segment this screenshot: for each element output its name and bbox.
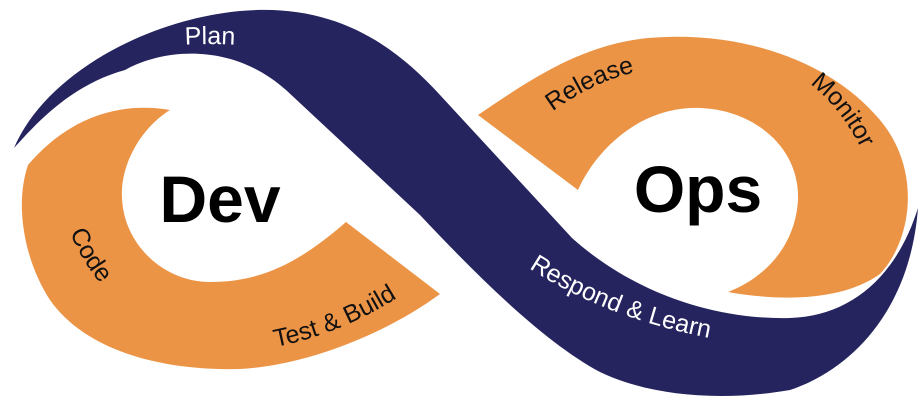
svg-text:Plan: Plan xyxy=(184,22,236,51)
dev-label: Dev xyxy=(159,162,280,236)
navy-band-shape xyxy=(14,9,918,396)
orange-left-shape xyxy=(21,107,440,370)
plan-label: Plan xyxy=(184,22,236,51)
ops-label: Ops xyxy=(634,152,762,226)
orange-right-shape xyxy=(478,36,908,298)
